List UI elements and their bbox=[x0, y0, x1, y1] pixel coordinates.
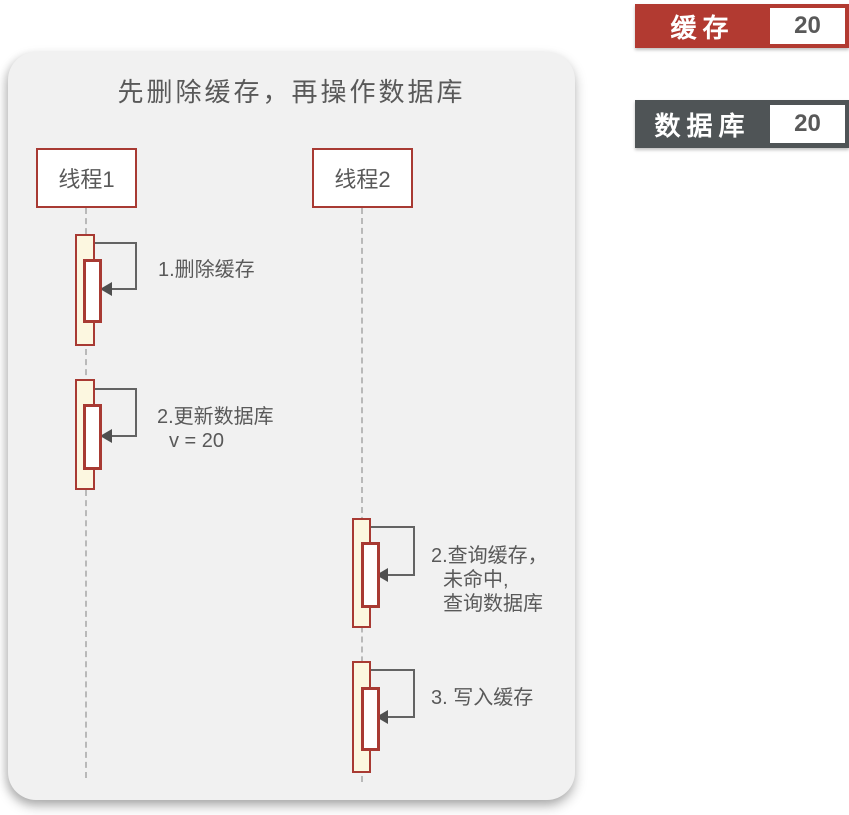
thread2-lifeline bbox=[361, 208, 363, 782]
message-label-1: 1.删除缓存 bbox=[158, 258, 255, 282]
cache-row: 缓存 20 bbox=[635, 4, 849, 48]
message-line: 2.查询缓存， bbox=[431, 545, 548, 567]
thread2-box: 线程2 bbox=[312, 148, 413, 208]
message-line: 3. 写入缓存 bbox=[431, 687, 534, 709]
message-line: 查询数据库 bbox=[443, 593, 543, 615]
thread1-label: 线程1 bbox=[58, 167, 115, 192]
cache-value: 20 bbox=[770, 8, 845, 44]
activation-bar-inner-3 bbox=[361, 542, 380, 608]
database-row: 数据库 20 bbox=[635, 100, 849, 148]
activation-bar-inner-2 bbox=[83, 404, 102, 470]
thread1-box: 线程1 bbox=[36, 148, 137, 208]
message-label-4: 3. 写入缓存 bbox=[431, 686, 533, 710]
database-value: 20 bbox=[770, 105, 845, 143]
diagram-panel: 先删除缓存，再操作数据库 线程1 线程2 1.删除缓存 2.更新数据库 v = … bbox=[8, 52, 575, 800]
arrowhead-icon bbox=[100, 282, 112, 296]
cache-label: 缓存 bbox=[670, 12, 735, 43]
self-message-arrow-2 bbox=[95, 388, 137, 443]
message-line: 2.更新数据库 bbox=[157, 406, 274, 428]
activation-bar-inner-1 bbox=[83, 259, 102, 323]
database-label: 数据库 bbox=[654, 110, 751, 141]
message-label-3: 2.查询缓存， 未命中, 查询数据库 bbox=[431, 544, 548, 616]
diagram-title: 先删除缓存，再操作数据库 bbox=[117, 78, 466, 107]
message-line: v = 20 bbox=[169, 430, 225, 452]
message-line: 1.删除缓存 bbox=[158, 259, 255, 281]
message-label-2: 2.更新数据库 v = 20 bbox=[157, 405, 274, 453]
message-line: 未命中, bbox=[443, 569, 509, 591]
self-message-arrow-1 bbox=[95, 242, 137, 296]
arrowhead-icon bbox=[100, 429, 112, 443]
thread1-lifeline bbox=[85, 208, 87, 778]
activation-bar-inner-4 bbox=[361, 687, 380, 751]
thread2-label: 线程2 bbox=[334, 167, 391, 192]
